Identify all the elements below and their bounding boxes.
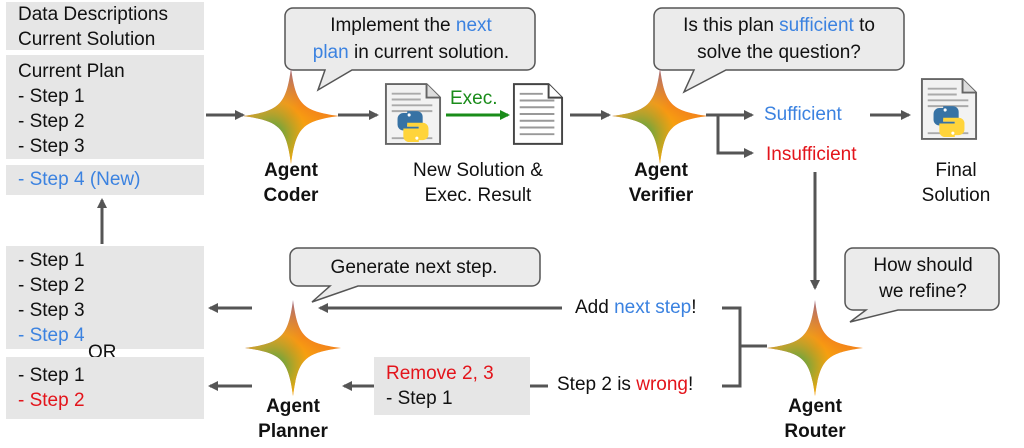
router-bubble-text: How should we refine?	[873, 255, 973, 302]
option-b-step-1: - Step 1	[18, 365, 85, 386]
remove-box: Remove 2, 3 - Step 1	[374, 357, 530, 415]
data-descriptions-label: Data Descriptions	[18, 4, 168, 25]
coder-bubble-post: in current solution.	[348, 42, 510, 63]
coder-bubble	[284, 7, 536, 92]
option-b-box: - Step 1 - Step 2	[6, 357, 204, 419]
step-wrong-label: Step 2 is wrong!	[557, 374, 694, 395]
planner-bubble	[289, 247, 541, 303]
verifier-bubble	[653, 7, 905, 94]
remove-step-1: - Step 1	[386, 388, 453, 409]
option-a-step-2: - Step 2	[18, 275, 85, 296]
planner-bubble-text: Generate next step.	[330, 257, 498, 278]
new-solution-label: New Solution & Exec. Result	[413, 160, 543, 206]
verifier-bubble-sufficient: sufficient	[779, 15, 854, 36]
python-file-icon	[384, 83, 442, 145]
option-a-step-3: - Step 3	[18, 300, 85, 321]
option-a-step-4: - Step 4	[18, 325, 85, 346]
insufficient-label: Insufficient	[766, 144, 857, 165]
agent-planner-label: Agent Planner	[258, 396, 328, 442]
result-file-icon	[512, 83, 564, 145]
new-step-label: - Step 4 (New)	[18, 169, 141, 190]
new-step-box: - Step 4 (New)	[6, 165, 204, 195]
agent-coder-label: Agent Coder	[263, 160, 319, 206]
plan-step-3: - Step 3	[18, 136, 85, 157]
coder-bubble-plan: plan	[312, 42, 349, 63]
option-b-step-2: - Step 2	[18, 390, 85, 411]
router-bubble	[844, 247, 1000, 323]
remove-label: Remove 2, 3	[386, 363, 494, 384]
agent-router-label: Agent Router	[784, 396, 846, 442]
router-star-icon	[767, 300, 863, 396]
plan-step-1: - Step 1	[18, 86, 85, 107]
data-solution-box: Data Descriptions Current Solution	[6, 2, 204, 50]
agent-verifier-label: Agent Verifier	[628, 160, 694, 206]
planner-star-icon	[245, 300, 341, 396]
current-plan-box: Current Plan - Step 1 - Step 2 - Step 3	[6, 55, 204, 159]
sufficient-label: Sufficient	[764, 104, 842, 125]
coder-bubble-pre: Implement the	[330, 15, 456, 36]
coder-bubble-next: next	[455, 15, 492, 36]
option-a-step-1: - Step 1	[18, 250, 85, 271]
add-next-step-label: Add next step!	[575, 297, 697, 318]
current-plan-title: Current Plan	[18, 61, 125, 82]
final-python-file-icon	[920, 77, 978, 141]
verifier-bubble-text: Is this plan sufficient to solve the que…	[683, 15, 875, 63]
current-solution-label: Current Solution	[18, 29, 156, 50]
plan-step-2: - Step 2	[18, 111, 85, 132]
final-solution-label: Final Solution	[921, 160, 991, 206]
exec-label: Exec.	[450, 88, 498, 109]
option-a-box: - Step 1 - Step 2 - Step 3 - Step 4	[6, 246, 204, 349]
coder-bubble-text: Implement the next plan in current solut…	[296, 12, 526, 66]
